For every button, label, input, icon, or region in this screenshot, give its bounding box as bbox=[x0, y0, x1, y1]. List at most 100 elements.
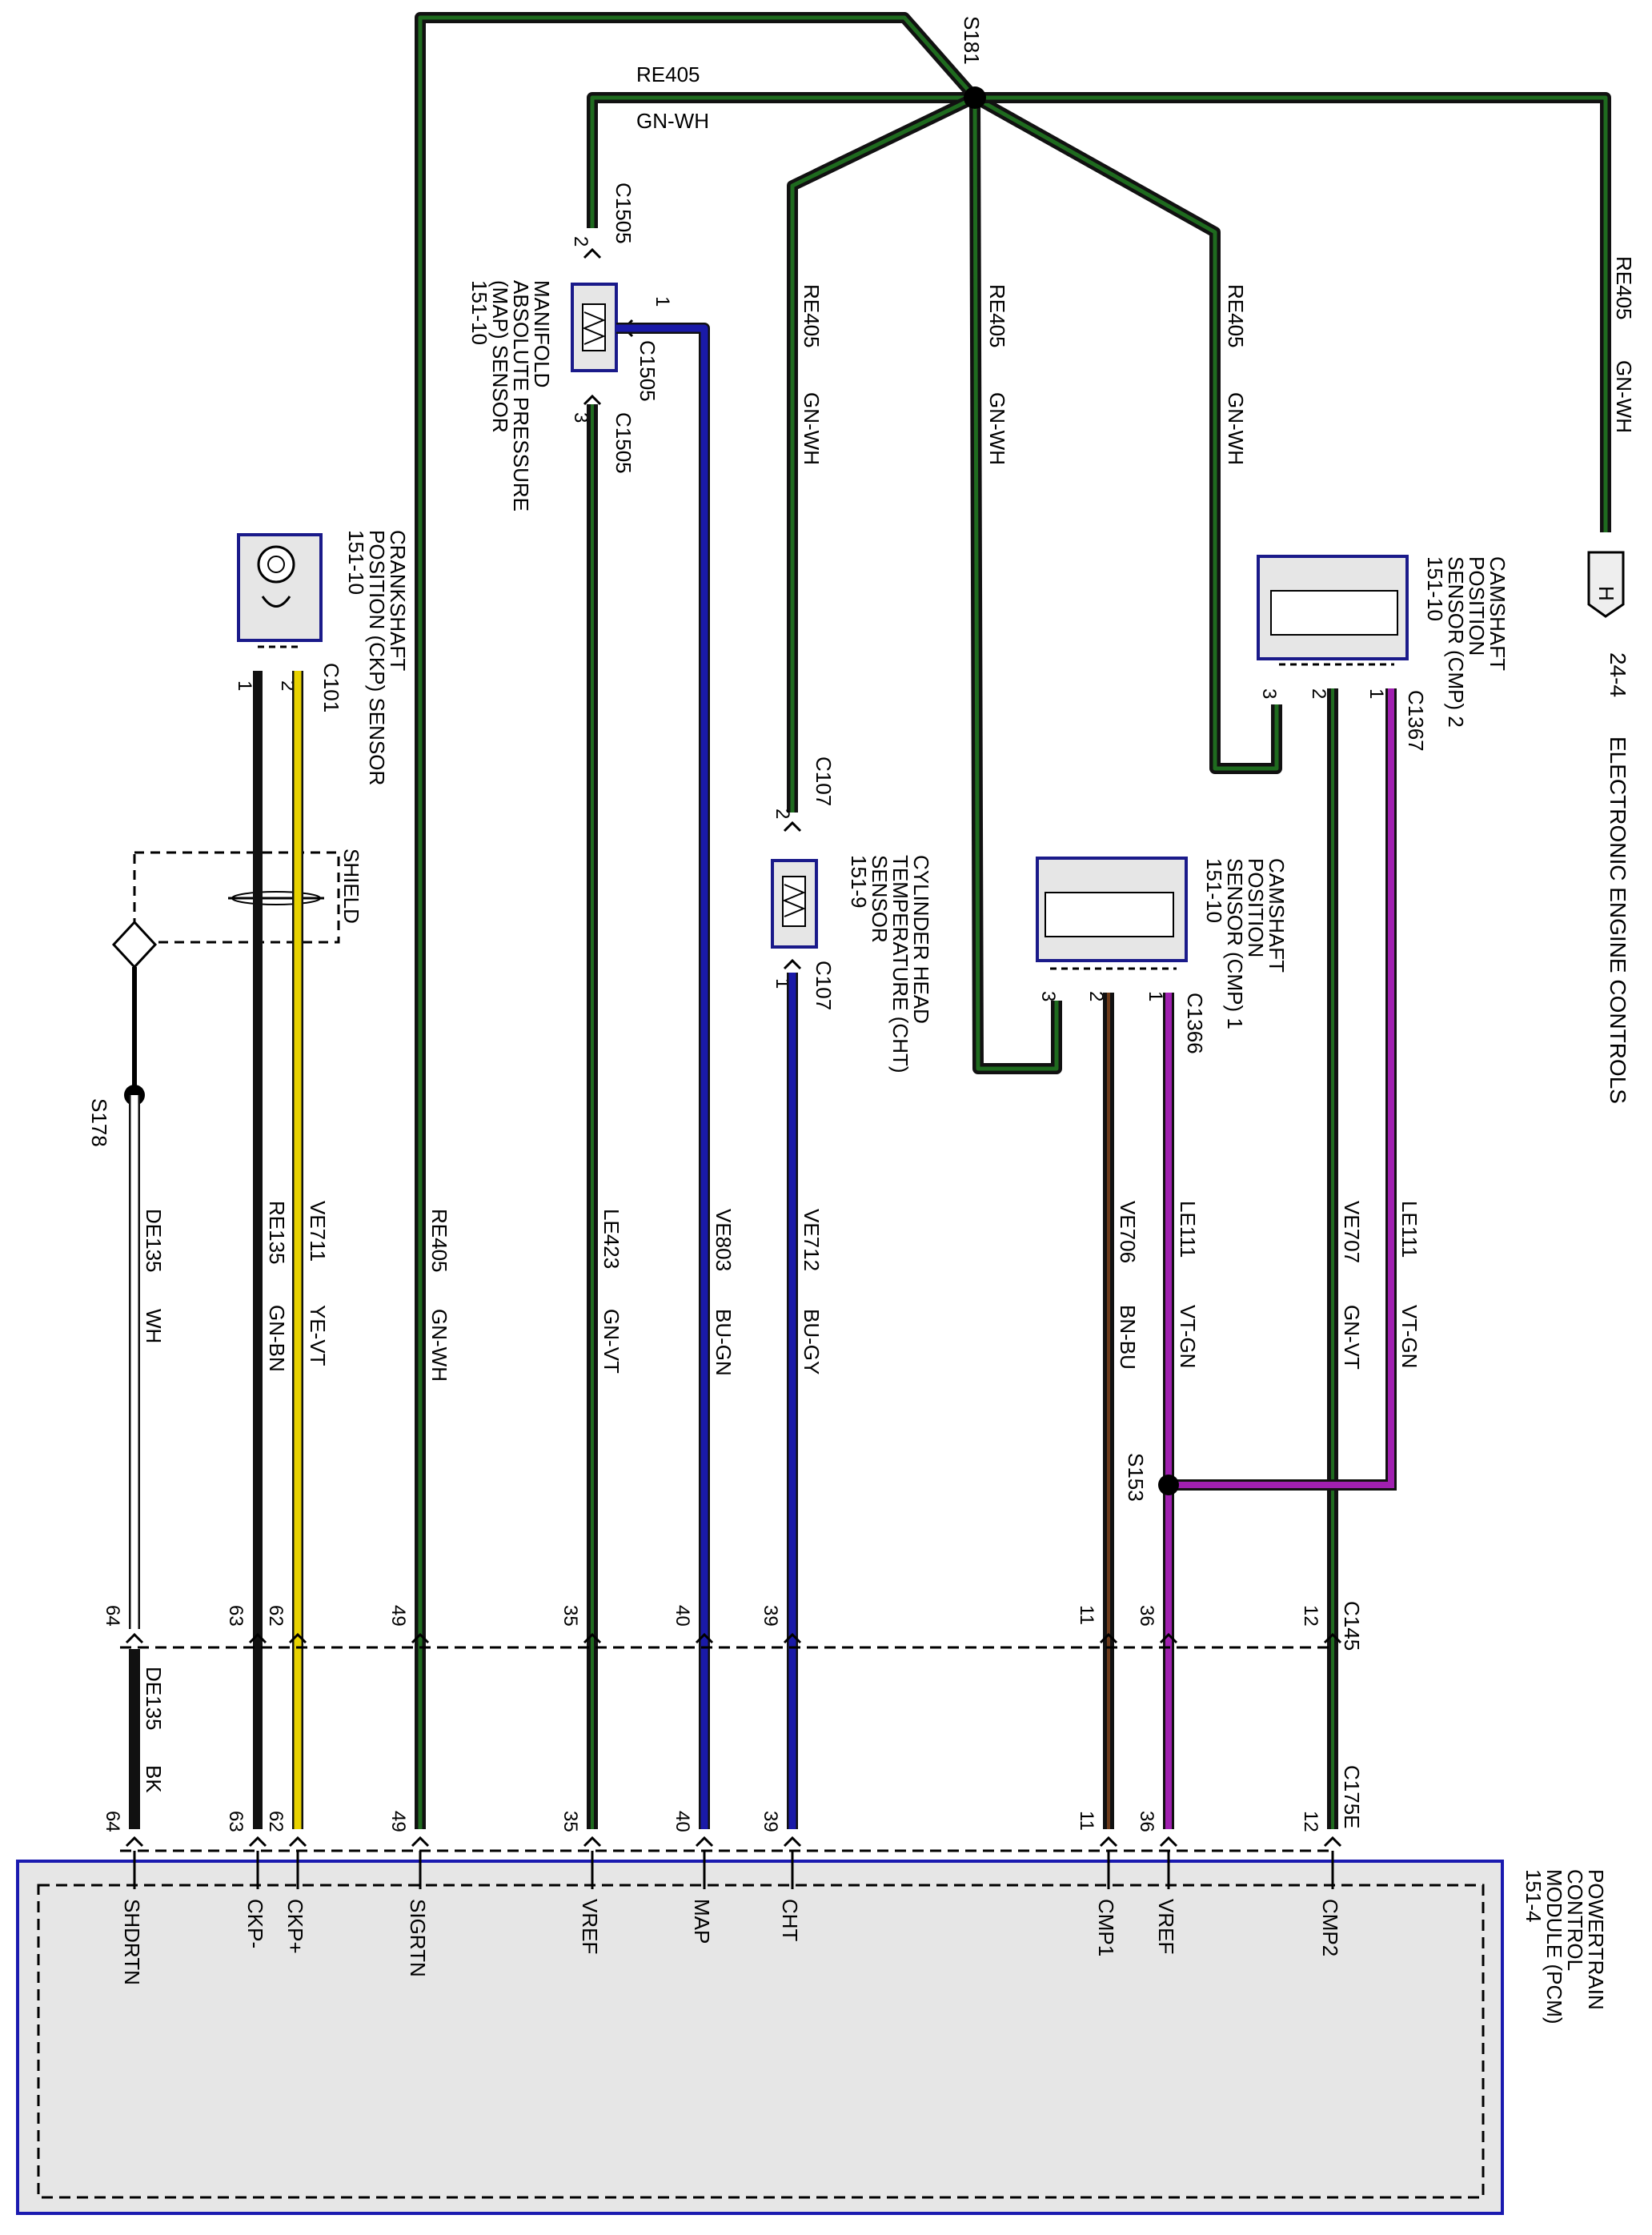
wire-cmp2-color: GN-VT bbox=[1340, 1305, 1364, 1370]
wire-shdrtn-color: WH bbox=[142, 1309, 166, 1343]
ckp-label-1: CRANKSHAFT bbox=[386, 530, 410, 671]
pin-number-vref-35-1: 35 bbox=[559, 1811, 581, 1832]
shield bbox=[111, 851, 340, 1093]
connector-chevron-vref-36-1 bbox=[1159, 1836, 1178, 1848]
pin-number-cmp1-11-0: 11 bbox=[1076, 1605, 1097, 1625]
ckp-pin-1: 1 bbox=[234, 680, 255, 691]
cht-sensor[interactable] bbox=[771, 859, 818, 949]
cmp2-label-1: CAMSHAFT bbox=[1486, 556, 1510, 671]
splice-s181: S181 bbox=[960, 16, 986, 109]
wire-sigrtn-color: GN-WH bbox=[427, 1309, 451, 1382]
splice-s181-label: S181 bbox=[960, 16, 984, 65]
cmp2-sensor[interactable] bbox=[1257, 555, 1409, 666]
cht-label-3: SENSOR bbox=[868, 855, 892, 943]
pcm-signal-shdrtn-64: SHDRTN bbox=[120, 1899, 144, 1985]
splice-s153-label: S153 bbox=[1124, 1453, 1148, 1502]
cmp1-label-1: CAMSHAFT bbox=[1265, 858, 1289, 973]
wire-cht-color: BU-GY bbox=[800, 1309, 824, 1374]
re405-color-cmp2: GN-WH bbox=[1224, 392, 1248, 465]
cht-connector-top-symbol bbox=[783, 821, 802, 833]
cmp2-label-3: SENSOR (CMP) 2 bbox=[1444, 556, 1468, 728]
cmp1-label-3: SENSOR (CMP) 1 bbox=[1223, 858, 1247, 1029]
offpage-connector-h[interactable]: H bbox=[1581, 551, 1625, 656]
pin-number-map-40-0: 40 bbox=[672, 1605, 693, 1627]
pcm-signal-ckp--63: CKP- bbox=[243, 1899, 267, 1948]
map-pin-b: 1 bbox=[652, 296, 673, 307]
pin-number-cmp1-11-1: 11 bbox=[1076, 1811, 1097, 1831]
wire-vref-map-circuit: LE423 bbox=[599, 1209, 624, 1269]
ckp-sensor[interactable] bbox=[237, 533, 323, 648]
cht-label-1: CYLINDER HEAD bbox=[909, 855, 933, 1024]
top-circuit-id: RE405 bbox=[636, 62, 700, 86]
map-connector-a: C1505 bbox=[611, 183, 636, 244]
cmp2-label-2: POSITION bbox=[1465, 556, 1489, 656]
cht-label-2: TEMPERATURE (CHT) bbox=[888, 855, 912, 1073]
cmp1-label-2: POSITION bbox=[1244, 858, 1268, 957]
connector-chevron-cmp2-12-1 bbox=[1323, 1836, 1342, 1848]
pcm-signal-sigrtn-49: SIGRTN bbox=[406, 1899, 430, 1977]
connector-chevron-cmp1-11-0 bbox=[1099, 1632, 1118, 1644]
connector-chevron-sigrtn-49-1 bbox=[411, 1836, 430, 1848]
map-signal-wire bbox=[616, 323, 710, 1829]
map-signal-wire-inner bbox=[616, 324, 708, 1829]
wire-vref-circuit: LE111 bbox=[1176, 1201, 1200, 1258]
pcm-signal-cht-39: CHT bbox=[778, 1899, 802, 1942]
cmp2-connector: C1367 bbox=[1404, 690, 1428, 752]
shield-label: SHIELD bbox=[339, 849, 363, 924]
pcm-signal-vref-36: VREF bbox=[1154, 1899, 1178, 1954]
map-sensor[interactable] bbox=[571, 283, 618, 372]
cmp2-label-4: 151-10 bbox=[1423, 556, 1447, 621]
pin-number-ckp--63-1: 63 bbox=[225, 1811, 247, 1832]
wire-shdrtn-pcm-color: BK bbox=[142, 1765, 166, 1793]
ckp-label-3: 151-10 bbox=[344, 530, 368, 595]
cmp1-sensor[interactable] bbox=[1036, 857, 1188, 970]
map-label-2: ABSOLUTE PRESSURE bbox=[509, 280, 533, 512]
page-ref: 24-4 bbox=[1606, 652, 1630, 697]
wire-map-circuit: VE803 bbox=[712, 1209, 736, 1271]
wire-ckp-minus-circuit: RE135 bbox=[265, 1201, 289, 1265]
connector-chevron-cmp2-12-0 bbox=[1323, 1632, 1342, 1644]
wire-ckp-minus-color: GN-BN bbox=[265, 1305, 289, 1372]
connector-chevron-sigrtn-49-0 bbox=[411, 1632, 430, 1644]
pcm-module[interactable] bbox=[16, 1860, 1504, 2215]
pin-number-vref-35-0: 35 bbox=[559, 1605, 581, 1627]
wire-sigrtn-circuit: RE405 bbox=[427, 1209, 451, 1273]
wire-shdrtn-circuit: DE135 bbox=[142, 1209, 166, 1273]
wire-vref-cmp2-circuit: LE111 bbox=[1397, 1201, 1421, 1258]
wire-vref-color: VT-GN bbox=[1176, 1305, 1200, 1368]
pin-number-sigrtn-49-0: 49 bbox=[387, 1605, 409, 1627]
wire-ckp-plus-circuit: VE711 bbox=[306, 1201, 330, 1262]
pcm-label-2: CONTROL bbox=[1563, 1869, 1587, 1971]
cmp2-pin-3: 3 bbox=[1258, 688, 1280, 699]
connector-chevron-shdrtn-64-1 bbox=[125, 1836, 144, 1848]
top-circuit-color: GN-WH bbox=[636, 109, 709, 133]
map-pin-a: 2 bbox=[570, 236, 591, 247]
map-connector-b: C1505 bbox=[636, 340, 660, 402]
pcm-signal-map-40: MAP bbox=[690, 1899, 714, 1944]
pcm-signal-cmp2-12: CMP2 bbox=[1318, 1899, 1342, 1956]
connector-chevron-ckp--63-1 bbox=[248, 1836, 267, 1848]
pin-number-cmp2-12-0: 12 bbox=[1300, 1605, 1321, 1627]
connector-chevron-vref-36-0 bbox=[1159, 1632, 1178, 1644]
map-label-3: (MAP) SENSOR bbox=[488, 280, 512, 433]
connector-chevron-vref-35-0 bbox=[583, 1632, 602, 1644]
re405-label-h: RE405 bbox=[1612, 256, 1636, 320]
pcm-signal-ckp--62: CKP+ bbox=[283, 1899, 307, 1954]
pin-number-cmp2-12-1: 12 bbox=[1300, 1811, 1321, 1832]
pcm-label-3: MODULE (PCM) bbox=[1542, 1869, 1566, 2024]
pin-number-shdrtn-64-1: 64 bbox=[102, 1811, 123, 1832]
map-connector-c-symbol bbox=[583, 394, 602, 406]
pin-number-ckp--63-0: 63 bbox=[225, 1605, 247, 1627]
connector-chevron-cmp1-11-1 bbox=[1099, 1836, 1118, 1848]
connector-chevron-ckp--62-1 bbox=[288, 1836, 307, 1848]
wire-map-color: BU-GN bbox=[712, 1309, 736, 1376]
re405-harness bbox=[415, 12, 1611, 1829]
map-connector-c: C1505 bbox=[611, 412, 636, 474]
splice-s153 bbox=[1158, 1475, 1179, 1495]
pcm-label-1: POWERTRAIN bbox=[1584, 1869, 1608, 2010]
re405-label-cmp2: RE405 bbox=[1224, 284, 1248, 348]
re405-label-cht: RE405 bbox=[800, 284, 824, 348]
wire-cmp2-circuit: VE707 bbox=[1340, 1201, 1364, 1263]
connector-chevron-map-40-1 bbox=[695, 1836, 714, 1848]
